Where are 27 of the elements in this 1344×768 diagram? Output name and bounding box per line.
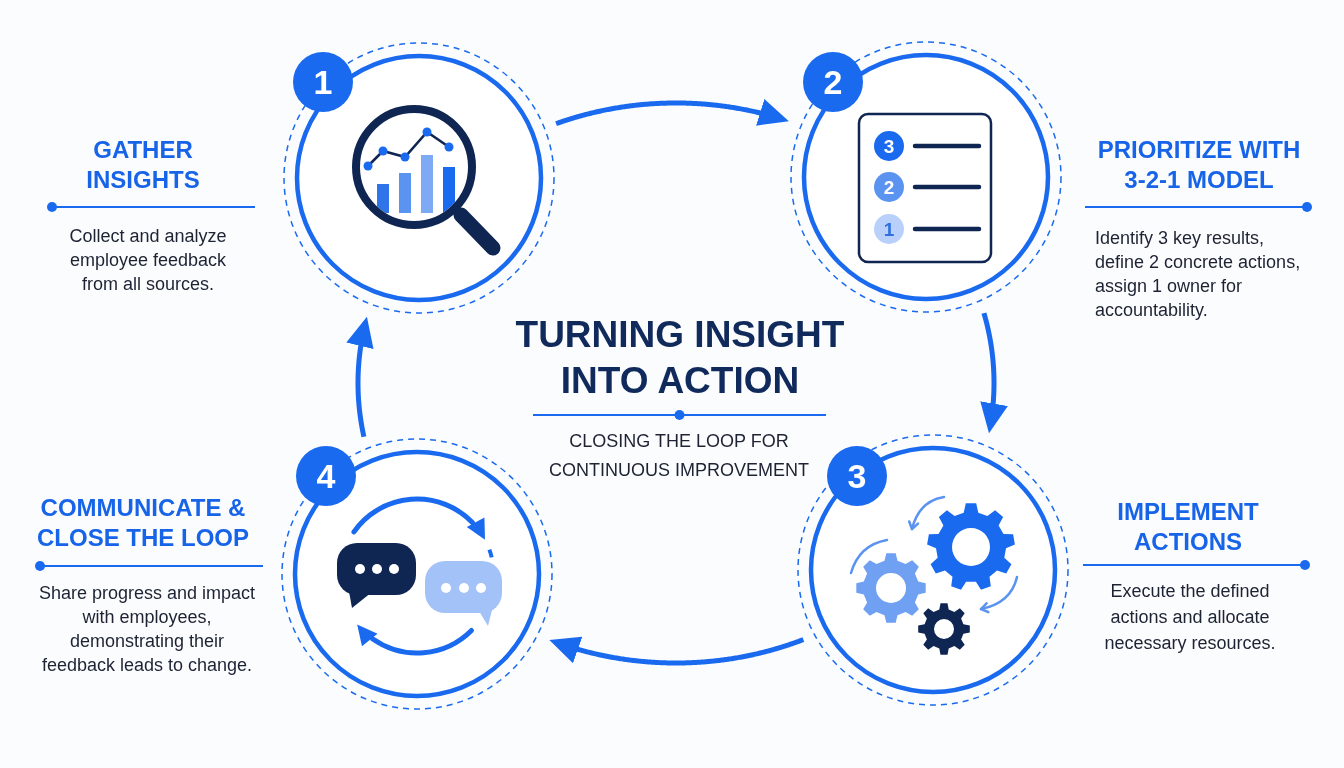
step-number: 3 (847, 459, 867, 493)
step-heading: COMMUNICATE & CLOSE THE LOOP (36, 493, 250, 553)
subtitle: CLOSING THE LOOP FOR CONTINUOUS IMPROVEMENT (548, 430, 810, 482)
step-description: Identify 3 key results, define 2 concrete actions, assign 1 owner for accountability. (1095, 227, 1302, 322)
step-description: Execute the defined actions and allocate necessary resources. (1103, 580, 1277, 655)
number-badge (296, 446, 356, 506)
number-badge (293, 52, 353, 112)
step-heading: IMPLEMENT ACTIONS (1116, 497, 1260, 557)
cycle-arrow (980, 311, 1008, 434)
step-number: 1 (313, 65, 333, 99)
step-circle (789, 40, 1063, 314)
step-heading: PRIORITIZE WITH 3-2-1 MODEL (1096, 135, 1302, 195)
cycle-arrow (346, 316, 374, 439)
step-description: Collect and analyze employee feedback from all sources. (68, 225, 228, 296)
number-badge (803, 52, 863, 112)
list-number: 2 (883, 177, 895, 197)
step-number: 4 (316, 459, 336, 493)
step-heading: GATHER INSIGHTS (85, 135, 201, 195)
step-number: 2 (823, 65, 843, 99)
diagram-title: TURNING INSIGHT INTO ACTION (514, 313, 846, 403)
step-circle (282, 41, 556, 315)
number-badge (827, 446, 887, 506)
list-number: 3 (883, 136, 895, 156)
step-description: Share progress and impact with employees, demonstrating their feedback leads to change. (37, 582, 257, 677)
list-number: 1 (883, 219, 895, 239)
cycle-arrow (549, 636, 805, 666)
cycle-arrow (554, 98, 789, 127)
